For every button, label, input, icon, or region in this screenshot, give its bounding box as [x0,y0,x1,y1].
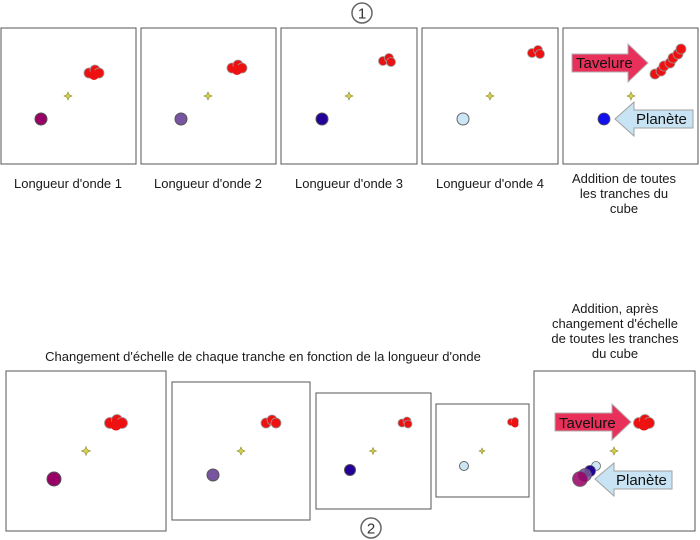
step2-panel-1 [5,370,167,532]
planet-dot [34,112,48,126]
step2-number: 2 [367,521,375,538]
step1-panel-3 [280,27,418,165]
step2-panel-2 [171,381,311,521]
star-icon [80,445,92,457]
tavelure-arrow: Tavelure [571,42,649,84]
step1-number-badge: 1 [351,2,373,24]
speckle-diagonal [649,43,687,80]
planet-dot [174,112,188,126]
planet-overlap-dots [572,461,601,487]
speckle-cluster [378,53,396,67]
planet-dot [315,112,329,126]
step1-panel-sum: Tavelure Planète [562,27,699,165]
speckle-cluster [507,417,519,428]
step2-panel-4 [435,403,530,498]
caption-sum-line-2: les tranches du [580,186,668,201]
step2-sum-caption-line-1: Addition, après [572,301,659,316]
planet-dot [459,461,469,471]
step1-number: 1 [358,6,366,23]
step1-panel-2 [140,27,277,165]
caption-wavelength-2: Longueur d'onde 2 [154,176,262,191]
step2-panel-3 [315,392,432,510]
star-icon [203,91,213,101]
tavelure-arrow: Tavelure [554,402,632,442]
step2-planete-label: Planète [616,472,667,489]
planet-dot [597,112,611,126]
step2-panel-sum: Tavelure Planète [533,370,696,532]
speckle-cluster [527,45,545,59]
planete-label: Planète [636,111,687,128]
planete-arrow: Planète [594,461,673,498]
caption-wavelength-4: Longueur d'onde 4 [436,176,544,191]
speckle-cluster [83,64,105,80]
planet-dot [206,468,220,482]
speckle-cluster [260,414,282,429]
speckle-cluster [226,59,248,75]
tavelure-label: Tavelure [576,55,633,72]
step2-tavelure-label: Tavelure [559,415,616,432]
step2-title: Changement d'échelle de chaque tranche e… [45,349,481,364]
star-icon [609,446,619,456]
star-icon [368,446,378,456]
planet-dot [456,112,470,126]
speckle-cluster [397,416,413,429]
speckle-cluster [104,414,128,431]
speckle-cluster [633,414,655,431]
star-icon [236,446,246,456]
caption-wavelength-1: Longueur d'onde 1 [14,176,122,191]
caption-sum-line-3: cube [610,201,638,216]
planet-dot [344,464,356,476]
star-icon [626,91,636,101]
step2-sum-caption-line-3: de toutes les tranches [551,331,679,346]
step2-sum-caption-line-2: changement d'échelle [552,316,678,331]
star-icon [478,447,486,455]
step1-panel-1 [0,27,137,165]
step2-sum-caption-line-4: du cube [592,346,638,361]
caption-wavelength-3: Longueur d'onde 3 [295,176,403,191]
star-icon [63,91,73,101]
star-icon [344,91,354,101]
caption-sum-line-1: Addition de toutes [572,171,677,186]
step2-number-badge: 2 [360,517,382,539]
planet-dot [46,471,62,487]
planete-arrow: Planète [614,100,694,138]
star-icon [485,91,495,101]
step1-panel-4 [421,27,559,165]
